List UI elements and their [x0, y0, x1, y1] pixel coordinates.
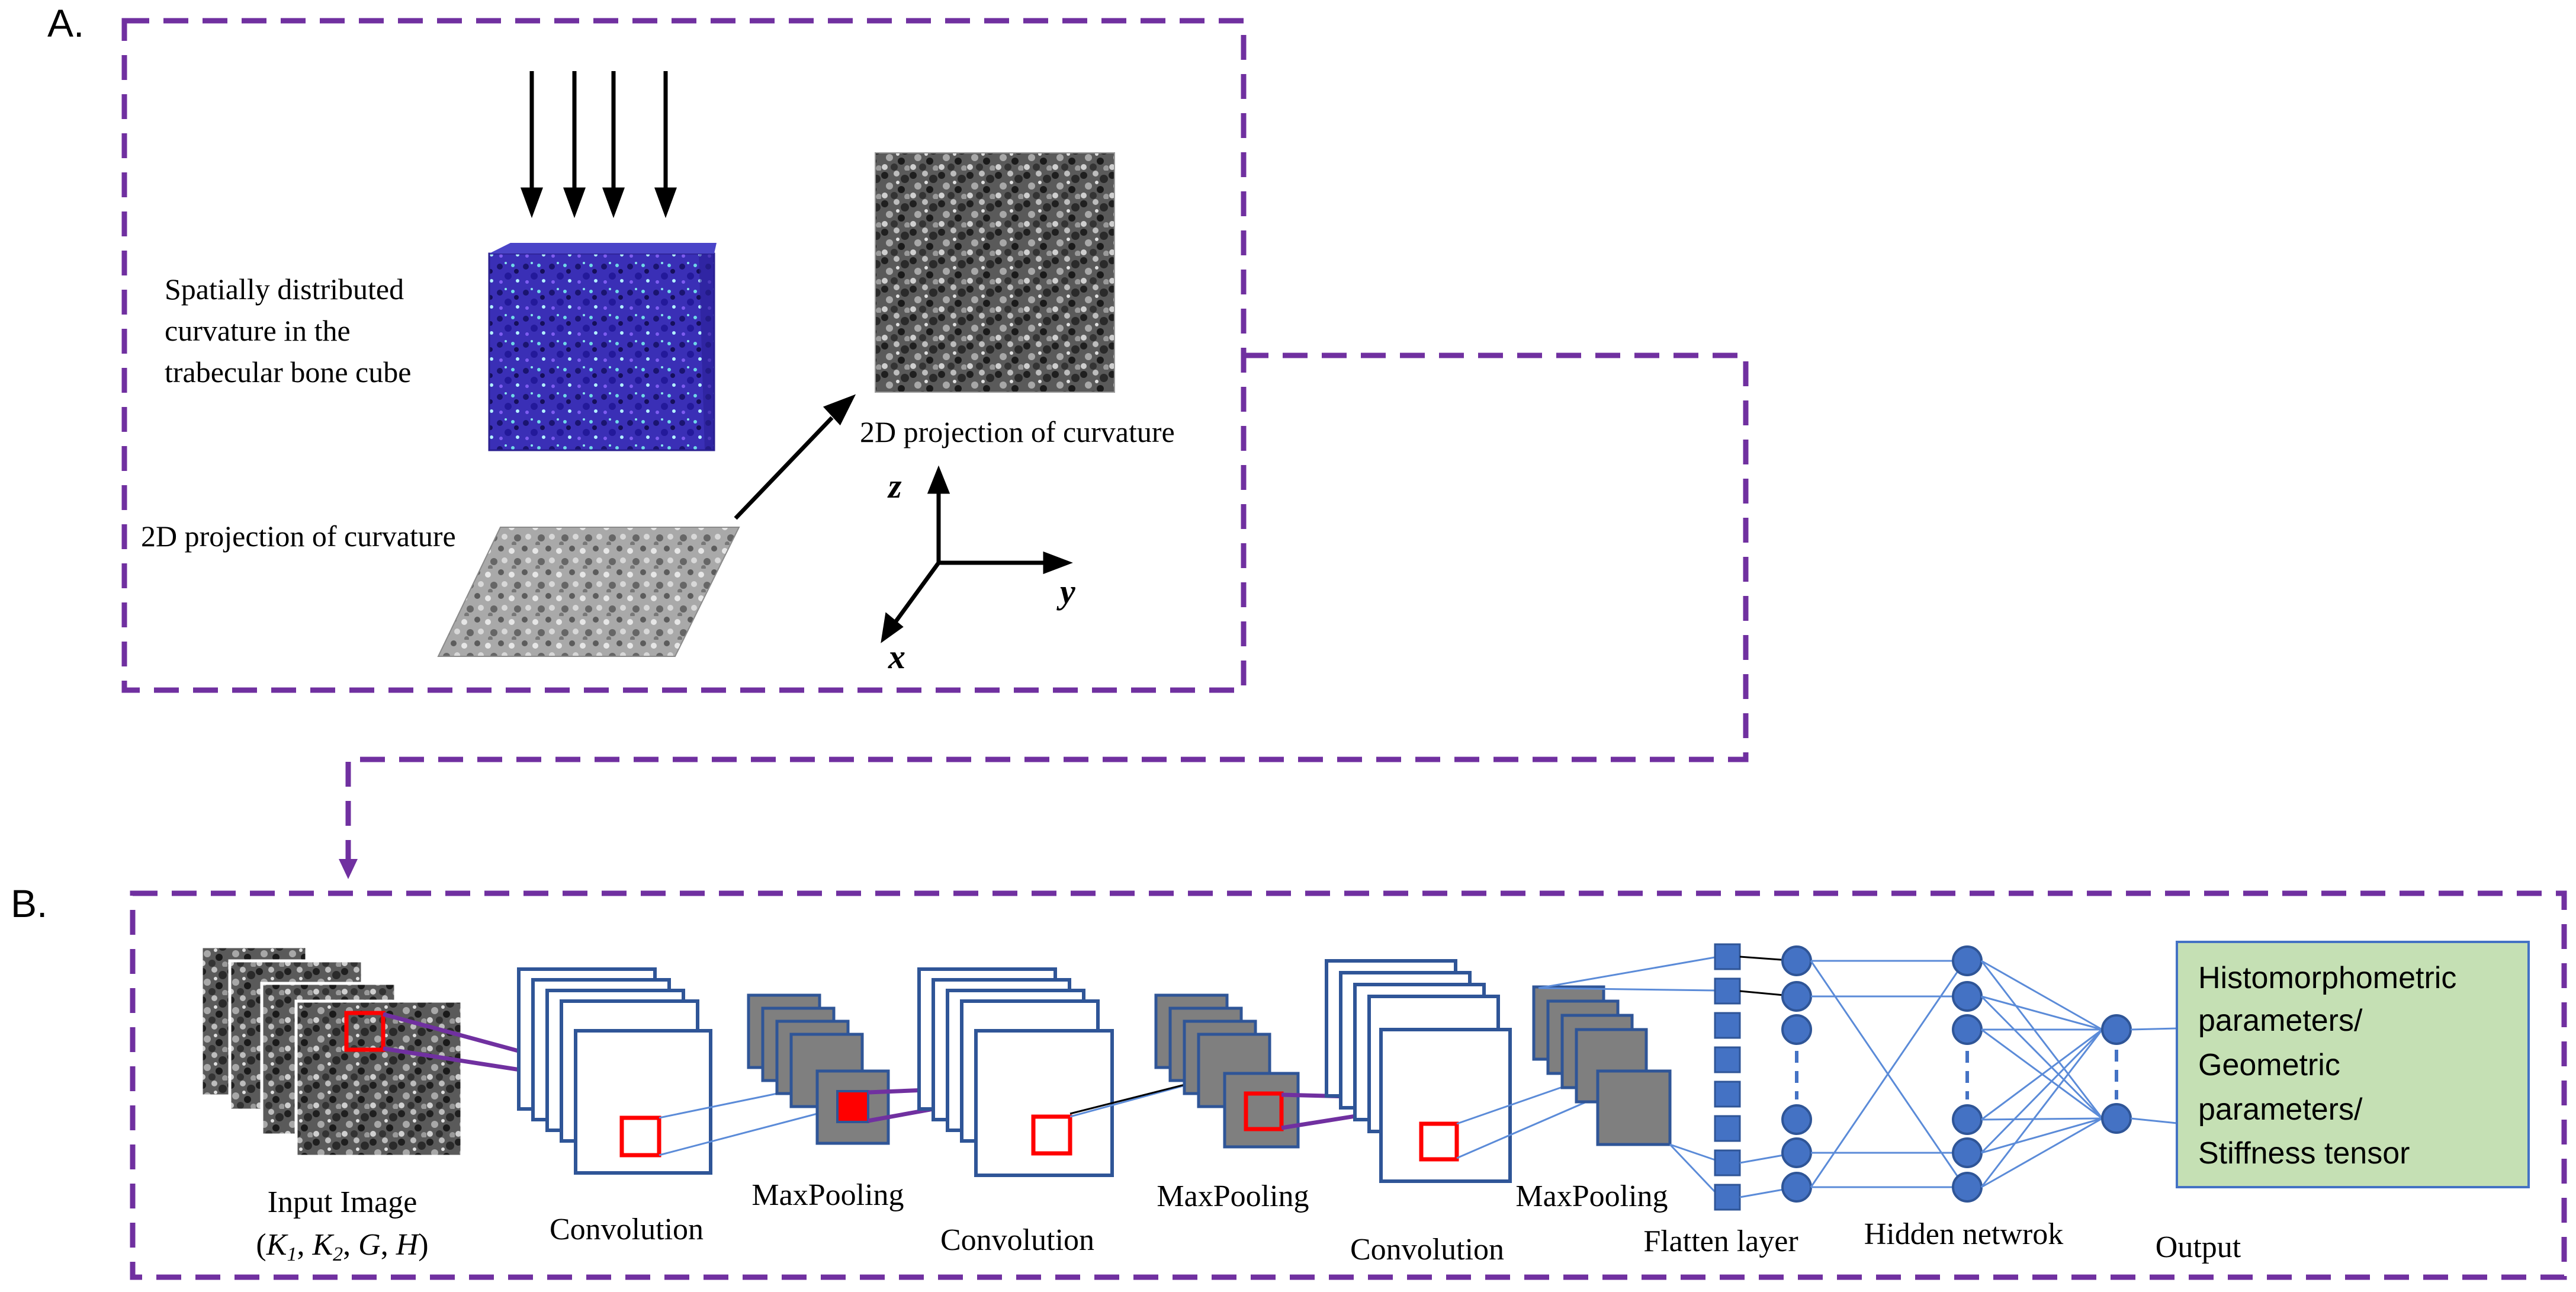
output-box-line2: parameters/ [2198, 1004, 2363, 1038]
axis-z-label: z [887, 467, 902, 505]
flatten-unit [1714, 1046, 1741, 1073]
output-node [2101, 1014, 2132, 1045]
hidden-col1-to-col2-links [1810, 960, 1966, 1188]
conv2-label: Convolution [940, 1223, 1094, 1257]
hidden-node [1952, 1137, 1983, 1168]
pool3-to-flatten-links [1538, 956, 1716, 1193]
conv1-label: Convolution [550, 1213, 704, 1246]
output-nodes [2101, 1014, 2132, 1134]
cube-label-line2: curvature in the [165, 314, 351, 347]
flatten-unit [1714, 943, 1741, 970]
pool2-label: MaxPooling [1157, 1179, 1309, 1213]
output-box-line4: parameters/ [2198, 1092, 2363, 1127]
conv3-stack [1325, 959, 1512, 1183]
hidden-node [1781, 1172, 1812, 1203]
hidden-node [1952, 1014, 1983, 1045]
output-box-line3: Geometric [2198, 1048, 2340, 1082]
conv2-output-cell [1031, 1114, 1072, 1156]
flatten-unit [1714, 1115, 1741, 1142]
pool1-label: MaxPooling [751, 1178, 904, 1212]
projected-sheet [437, 527, 740, 657]
panel-a-letter: A. [47, 1, 84, 45]
hidden-column-1 [1781, 945, 1812, 1203]
hidden-node [1952, 1172, 1983, 1203]
projected-image [875, 152, 1115, 393]
flatten-unit [1714, 1184, 1741, 1211]
pool3-stack [1532, 985, 1672, 1146]
conv2-stack [917, 967, 1114, 1177]
flatten-unit [1714, 977, 1741, 1005]
panel-connector-arrowhead [339, 859, 358, 879]
flatten-unit [1714, 1012, 1741, 1039]
panel-b-letter: B. [11, 881, 47, 925]
input-image-label: Input Image [268, 1185, 417, 1219]
input-kernel-window [344, 1011, 386, 1052]
hidden-node [1952, 945, 1983, 976]
output-box-line1: Histomorphometric [2198, 961, 2456, 995]
panel-connector [345, 352, 1749, 859]
panel-b-frame [130, 890, 2567, 1280]
conv1-output-cell [619, 1115, 661, 1158]
panel-a-frame [121, 18, 1247, 693]
pool2-kernel-window [1244, 1091, 1284, 1131]
flatten-unit [1714, 1149, 1741, 1176]
hidden-node [1952, 1104, 1983, 1135]
hidden-node [1781, 981, 1812, 1012]
conv3-label: Convolution [1350, 1233, 1504, 1267]
coordinate-axes [881, 465, 1073, 643]
hidden-node [1952, 981, 1983, 1012]
projection-label-left: 2D projection of curvature [141, 520, 456, 553]
hidden-node [1781, 1014, 1812, 1045]
hidden-to-output-links [1980, 960, 2103, 1188]
hidden-node [1781, 1104, 1812, 1135]
hidden-label: Hidden netwrok [1864, 1217, 2063, 1251]
output-label: Output [2156, 1230, 2241, 1264]
hidden-node [1781, 1137, 1812, 1168]
axis-x-label: x [888, 637, 905, 676]
projection-label-right: 2D projection of curvature [860, 415, 1175, 448]
output-box-line5: Stiffness tensor [2198, 1136, 2410, 1171]
hidden-column-2 [1952, 945, 1983, 1203]
output-node [2101, 1103, 2132, 1134]
hidden-node [1781, 945, 1812, 976]
conv3-output-cell [1419, 1121, 1459, 1162]
cube-label-line3: trabecular bone cube [165, 355, 411, 389]
pool1-output-cell [836, 1090, 869, 1123]
pool3-label: MaxPooling [1515, 1179, 1668, 1213]
input-image-stack [200, 945, 464, 1158]
axis-y-label: y [1056, 572, 1075, 611]
cube-label-line1: Spatially distributed [165, 272, 404, 306]
projection-arrow [734, 394, 856, 520]
pool1-stack [747, 993, 890, 1145]
flatten-unit [1714, 1081, 1741, 1108]
output-to-box-links [2130, 1027, 2177, 1124]
trabecular-bone-cube [488, 243, 717, 451]
output-box [2176, 941, 2530, 1188]
input-vars-label: (K1, K2, G, H) [256, 1228, 428, 1265]
load-arrows [520, 71, 677, 219]
flatten-label: Flatten layer [1643, 1224, 1798, 1258]
pool2-stack [1154, 993, 1300, 1149]
flatten-layer [1714, 943, 1741, 1211]
conv1-stack [517, 967, 712, 1175]
